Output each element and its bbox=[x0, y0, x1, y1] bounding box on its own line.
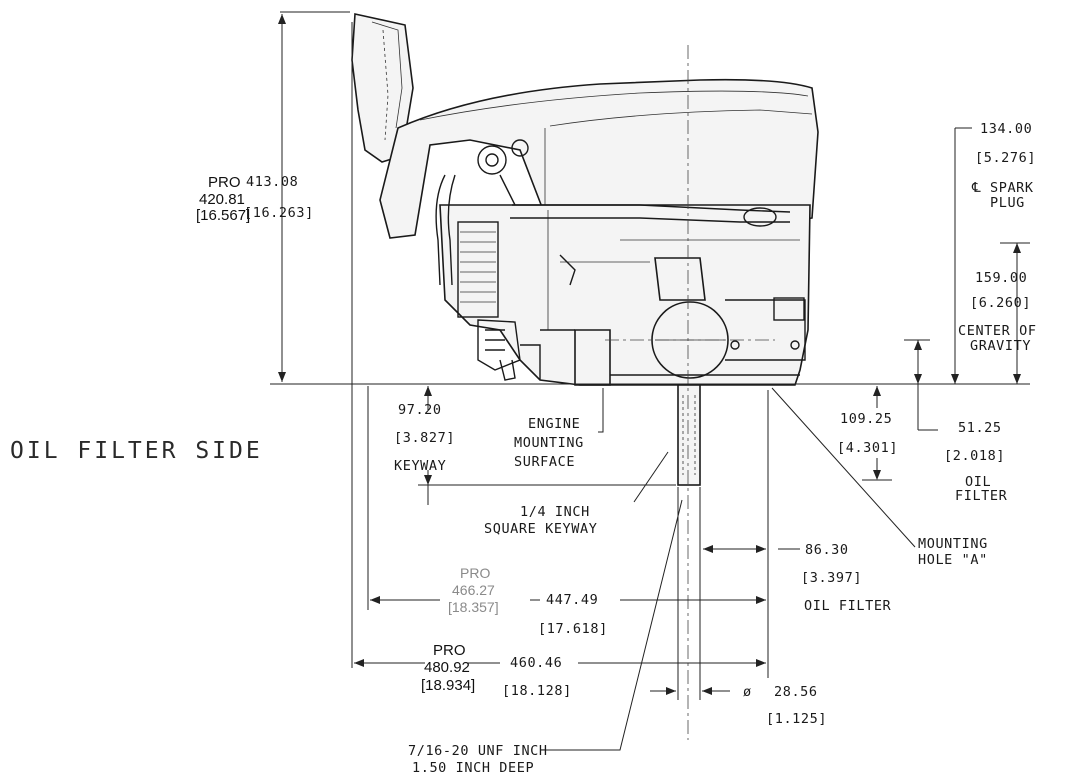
mounting-hole-2: HOLE "A" bbox=[918, 552, 988, 568]
spark-plug-mm: 134.00 bbox=[980, 121, 1032, 137]
height-pro-label: PRO bbox=[208, 174, 241, 191]
oil-filter-drop-mm: 109.25 bbox=[840, 411, 892, 427]
height-std-in: [16.263] bbox=[244, 205, 314, 221]
height-pro-in: [16.567] bbox=[196, 207, 250, 224]
height-std-mm: 413.08 bbox=[246, 174, 298, 190]
oil-filter-drop-in: [4.301] bbox=[837, 440, 898, 456]
shaft-dia-symbol: ø bbox=[743, 684, 752, 700]
oil-filter-drop-dimension: 109.25 [4.301] bbox=[837, 386, 898, 481]
spark-plug-dimension: 134.00 [5.276] ℄ SPARK PLUG bbox=[951, 121, 1036, 384]
width-pro-1-in: [18.357] bbox=[448, 599, 499, 615]
spark-plug-label-2: PLUG bbox=[990, 195, 1025, 211]
center-gravity-label-2: GRAVITY bbox=[970, 338, 1031, 354]
width-pro-2-in: [18.934] bbox=[421, 677, 475, 694]
width-std-2-in: [18.128] bbox=[502, 683, 572, 699]
keyway-dimension: 97.20 [3.827] KEYWAY bbox=[394, 386, 676, 505]
square-keyway-1: 1/4 INCH bbox=[520, 504, 590, 520]
width-pro-1-label: PRO bbox=[460, 565, 490, 581]
oil-filter-offset-label-2: FILTER bbox=[955, 488, 1008, 504]
air-cleaner-cover bbox=[351, 13, 414, 163]
spark-plug-label-1: ℄ SPARK bbox=[971, 180, 1034, 196]
shaft-dia-mm: 28.56 bbox=[774, 684, 818, 700]
width-std-1-mm: 447.49 bbox=[546, 592, 598, 608]
mounting-hole-1: MOUNTING bbox=[918, 536, 988, 552]
cooling-fins bbox=[457, 221, 499, 318]
mounting-surface-callout: ENGINE MOUNTING SURFACE bbox=[514, 388, 604, 470]
width-pro-2-mm: 480.92 bbox=[424, 659, 470, 676]
oil-filter-boss bbox=[654, 257, 706, 301]
center-gravity-in: [6.260] bbox=[970, 295, 1031, 311]
width-std-1-in: [17.618] bbox=[538, 621, 608, 637]
mounting-surface-1: ENGINE bbox=[528, 416, 580, 432]
width-pro-2-label: PRO bbox=[433, 642, 466, 659]
thread-label-2: 1.50 INCH DEEP bbox=[412, 760, 534, 776]
thread-label-1: 7/16-20 UNF INCH bbox=[408, 743, 548, 759]
width-pro-1-mm: 466.27 bbox=[452, 582, 495, 598]
shaft-diameter-dimension: ø 28.56 [1.125] bbox=[650, 487, 827, 727]
view-title: OIL FILTER SIDE bbox=[10, 438, 263, 464]
thread-callout: 7/16-20 UNF INCH 1.50 INCH DEEP bbox=[408, 499, 683, 776]
crankshaft bbox=[677, 384, 701, 486]
oil-filter-offset-label-1: OIL bbox=[965, 474, 991, 490]
mounting-surface-2: MOUNTING bbox=[514, 435, 584, 451]
center-gravity-label-1: CENTER OF bbox=[958, 323, 1037, 339]
engine-outline bbox=[351, 13, 819, 486]
oil-filter-horiz-mm: 86.30 bbox=[805, 542, 849, 558]
keyway-label: KEYWAY bbox=[394, 458, 446, 474]
oil-filter-offset-dimension: 51.25 [2.018] OIL FILTER bbox=[904, 339, 1008, 504]
mounting-flange bbox=[574, 329, 611, 386]
center-gravity-mm: 159.00 bbox=[975, 270, 1027, 286]
oil-filter-offset-in: [2.018] bbox=[944, 448, 1005, 464]
center-gravity-dimension: 159.00 [6.260] CENTER OF GRAVITY bbox=[958, 242, 1037, 384]
oil-filter-horiz-dimension: 86.30 [3.397] OIL FILTER bbox=[703, 390, 892, 678]
width-dimension-2: PRO 480.92 [18.934] 460.46 [18.128] bbox=[351, 22, 766, 699]
height-dimension: PRO 420.81 [16.567] 413.08 [16.263] bbox=[196, 14, 314, 382]
fuel-line bbox=[510, 204, 791, 223]
square-keyway-2: SQUARE KEYWAY bbox=[484, 521, 597, 537]
width-std-2-mm: 460.46 bbox=[510, 655, 562, 671]
height-pro-mm: 420.81 bbox=[199, 191, 245, 208]
square-keyway-callout: 1/4 INCH SQUARE KEYWAY bbox=[484, 451, 669, 537]
shaft-dia-in: [1.125] bbox=[766, 711, 827, 727]
keyway-in: [3.827] bbox=[394, 430, 455, 446]
spark-plug-in: [5.276] bbox=[975, 150, 1036, 166]
mounting-hole-callout: MOUNTING HOLE "A" bbox=[771, 387, 988, 568]
keyway-mm: 97.20 bbox=[398, 402, 442, 418]
oil-filter-horiz-label: OIL FILTER bbox=[804, 598, 892, 614]
mounting-surface-3: SURFACE bbox=[514, 454, 575, 470]
oil-filter-horiz-in: [3.397] bbox=[801, 570, 862, 586]
oil-filter-offset-mm: 51.25 bbox=[958, 420, 1002, 436]
width-dimension-1: PRO 466.27 [18.357] 447.49 [17.618] bbox=[367, 386, 766, 637]
